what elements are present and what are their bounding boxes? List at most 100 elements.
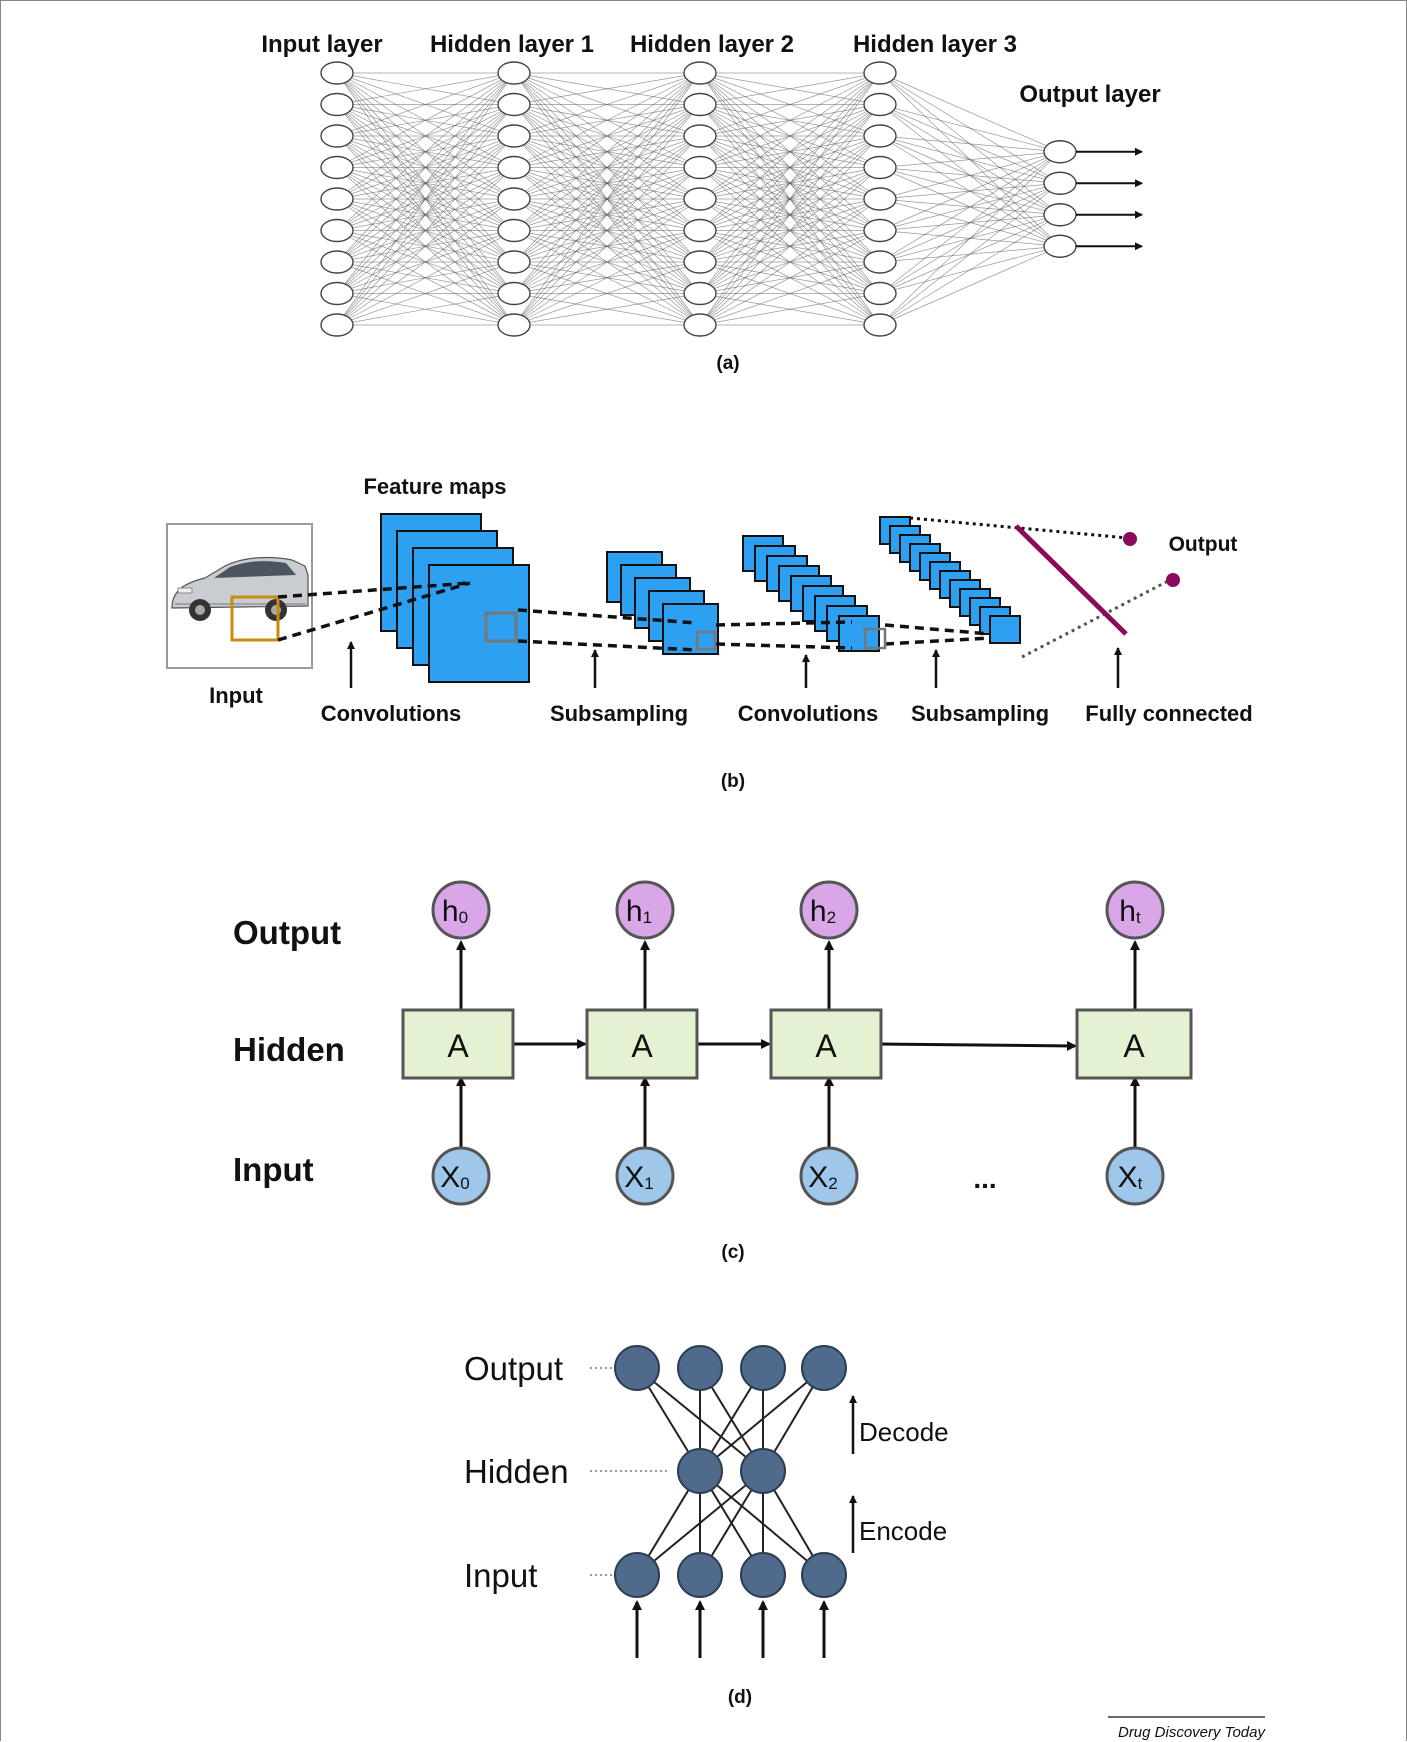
- ae-output-node: [614, 1345, 660, 1391]
- row-label-hidden-c: Hidden: [233, 1031, 345, 1068]
- neuron: [683, 281, 717, 306]
- input-node-xt: [1105, 1146, 1165, 1206]
- output-node-1: [1123, 532, 1137, 546]
- neuron: [683, 187, 717, 211]
- ae-hidden-node: [740, 1448, 786, 1494]
- neuron: [497, 124, 531, 148]
- rnn-cell: [1075, 1008, 1193, 1080]
- connection-edge: [336, 72, 515, 105]
- caption-b: (b): [721, 771, 745, 792]
- rnn-step-1: A h1 X1: [585, 880, 699, 1206]
- autoencoder-output-nodes: [614, 1345, 847, 1391]
- autoencoder-hidden-nodes: [677, 1448, 786, 1494]
- connection-edge: [336, 72, 515, 168]
- neuron: [683, 250, 717, 274]
- output-node-ht-label: ht: [1119, 895, 1141, 928]
- output-neuron: [1043, 234, 1077, 258]
- connection-edge: [513, 230, 701, 326]
- ae-output-node: [801, 1345, 847, 1391]
- stage-label-convolutions-1: Convolutions: [321, 701, 462, 726]
- caption-c: (c): [721, 1242, 744, 1263]
- connection-edge: [513, 72, 701, 137]
- feature-map-2: [662, 603, 719, 655]
- stage-label-subsampling-1: Subsampling: [550, 701, 688, 726]
- neuron: [863, 124, 897, 148]
- connection-edge: [513, 72, 701, 294]
- dotted-leaders: [590, 1367, 670, 1576]
- neuron: [320, 61, 354, 85]
- connection-edge: [699, 293, 881, 326]
- layer-label-input: Input layer: [261, 31, 382, 58]
- neuron: [683, 92, 717, 117]
- rnn-cell: [585, 1008, 699, 1080]
- neuron: [497, 218, 531, 243]
- input-node-x2: [799, 1146, 859, 1206]
- autoencoder-input-nodes: [614, 1552, 847, 1598]
- feature-maps-label: Feature maps: [363, 474, 506, 499]
- rnn-cell: [769, 1008, 883, 1080]
- connection-edge: [699, 72, 881, 105]
- ae-output-node: [677, 1345, 723, 1391]
- neuron: [683, 155, 717, 180]
- panel-a: Input layer Hidden layer 1 Hidden layer …: [261, 31, 1160, 374]
- conv-window-3: [863, 627, 887, 650]
- neuron: [497, 313, 531, 337]
- layer-label-output: Output layer: [1019, 81, 1160, 108]
- neuron: [320, 218, 354, 243]
- layer-label-hidden-2: Hidden layer 2: [630, 31, 794, 58]
- panel-a-output-arrows: [1076, 147, 1143, 251]
- output-neuron: [1043, 203, 1077, 227]
- connection-edge: [513, 72, 701, 200]
- connection-edge: [879, 151, 1061, 200]
- output-node-h2-label: h2: [810, 895, 836, 928]
- input-label-b: Input: [209, 683, 263, 708]
- row-label-output-d: Output: [464, 1350, 563, 1387]
- rnn-cell-label: A: [1123, 1028, 1145, 1064]
- rnn-cell: [401, 1008, 515, 1080]
- feature-map-stacks: [380, 513, 1021, 683]
- output-label-b: Output: [1169, 533, 1238, 556]
- input-node-xt-label: Xt: [1118, 1161, 1143, 1194]
- input-node-x0-label: X0: [440, 1161, 469, 1194]
- neuron: [320, 124, 354, 148]
- ae-output-node: [740, 1345, 786, 1391]
- connection-edge: [879, 151, 1061, 294]
- car-icon: [171, 556, 309, 621]
- connection-edge: [336, 167, 515, 326]
- stage-arrows: [347, 641, 1122, 688]
- panel-d: Decode Encode Output Hidden Input (d): [464, 1345, 949, 1708]
- neuron: [497, 187, 531, 211]
- connection-edge: [513, 72, 701, 263]
- row-label-output-c: Output: [233, 914, 341, 951]
- input-node-x2-label: X2: [808, 1161, 837, 1194]
- neuron: [863, 155, 897, 180]
- output-node-h0-label: h0: [442, 895, 468, 928]
- stage-label-convolutions-2: Convolutions: [738, 701, 879, 726]
- connection-edge: [699, 72, 881, 200]
- connection-edge: [513, 104, 701, 326]
- output-node-h1-label: h1: [626, 895, 652, 928]
- neuron: [320, 250, 354, 274]
- output-neuron: [1043, 140, 1077, 164]
- neuron: [683, 313, 717, 337]
- connection-edge: [699, 135, 881, 326]
- neuron: [863, 313, 897, 337]
- neuron: [497, 61, 531, 85]
- connection-edge: [336, 198, 515, 326]
- connection-edge: [513, 167, 701, 326]
- connection-edge: [513, 72, 701, 168]
- connection-edge: [879, 151, 1061, 231]
- caption-a: (a): [716, 353, 739, 374]
- connection-edge: [699, 198, 881, 326]
- neuron: [320, 313, 354, 337]
- panel-c: Output Hidden Input A h0 X0 A h1: [233, 880, 1193, 1263]
- ae-input-node: [677, 1552, 723, 1598]
- feature-map-4: [989, 615, 1021, 644]
- output-node-2: [1166, 573, 1180, 587]
- row-label-input-d: Input: [464, 1557, 537, 1594]
- rnn-step-t: A ht Xt: [1075, 880, 1193, 1206]
- feature-map-3: [838, 615, 880, 652]
- neuron: [683, 218, 717, 243]
- neuron: [863, 218, 897, 243]
- connection-edge: [879, 151, 1061, 263]
